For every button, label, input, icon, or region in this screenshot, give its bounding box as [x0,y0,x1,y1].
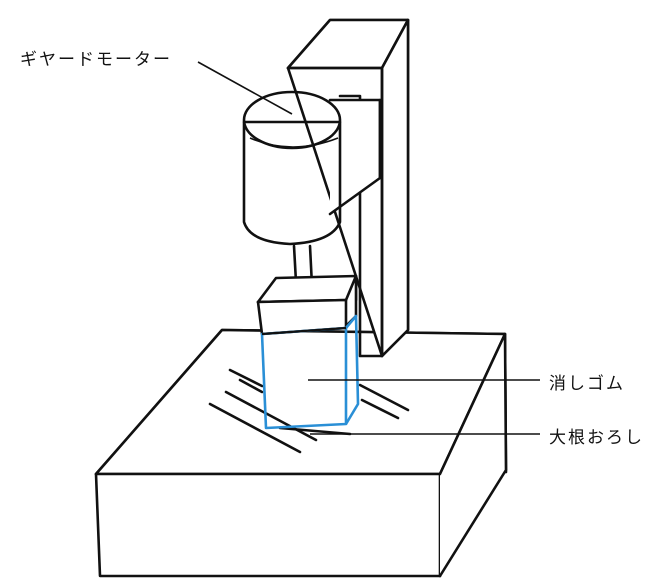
grated-radish-hatching [208,368,410,454]
leader-lines [197,61,540,435]
eraser [260,314,360,430]
eraser-label: 消しゴム [549,374,625,394]
motor-label: ギヤードモーター [20,50,172,70]
motor-leader-line [197,61,293,115]
motor-arm [328,98,382,216]
radish-label: 大根おろし [549,428,644,448]
holder-block [256,274,358,336]
geared-motor [242,90,342,246]
base-block [94,328,508,578]
